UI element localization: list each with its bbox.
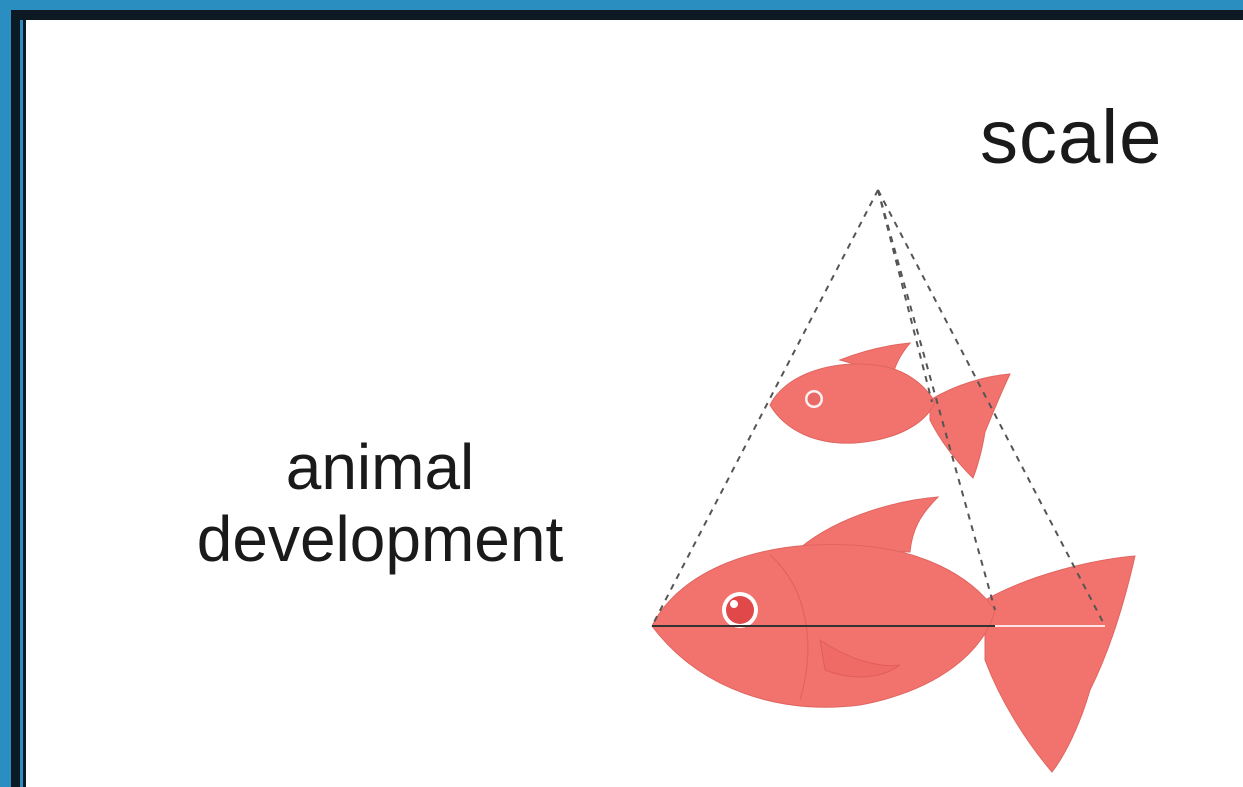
large-fish xyxy=(652,497,1135,772)
large-fish-dorsal-fin xyxy=(800,497,938,552)
large-fish-eye xyxy=(726,596,754,624)
animal-development-label: animal development xyxy=(150,432,610,575)
small-fish xyxy=(770,343,1010,478)
small-fish-body xyxy=(770,364,935,443)
animal-label-line1: animal xyxy=(150,432,610,504)
large-fish-eye-highlight xyxy=(730,600,738,608)
large-fish-tail xyxy=(985,556,1135,772)
small-fish-tail xyxy=(930,374,1010,478)
animal-label-line2: development xyxy=(150,504,610,576)
small-fish-eye xyxy=(808,393,821,406)
scale-label: scale xyxy=(980,95,1240,180)
